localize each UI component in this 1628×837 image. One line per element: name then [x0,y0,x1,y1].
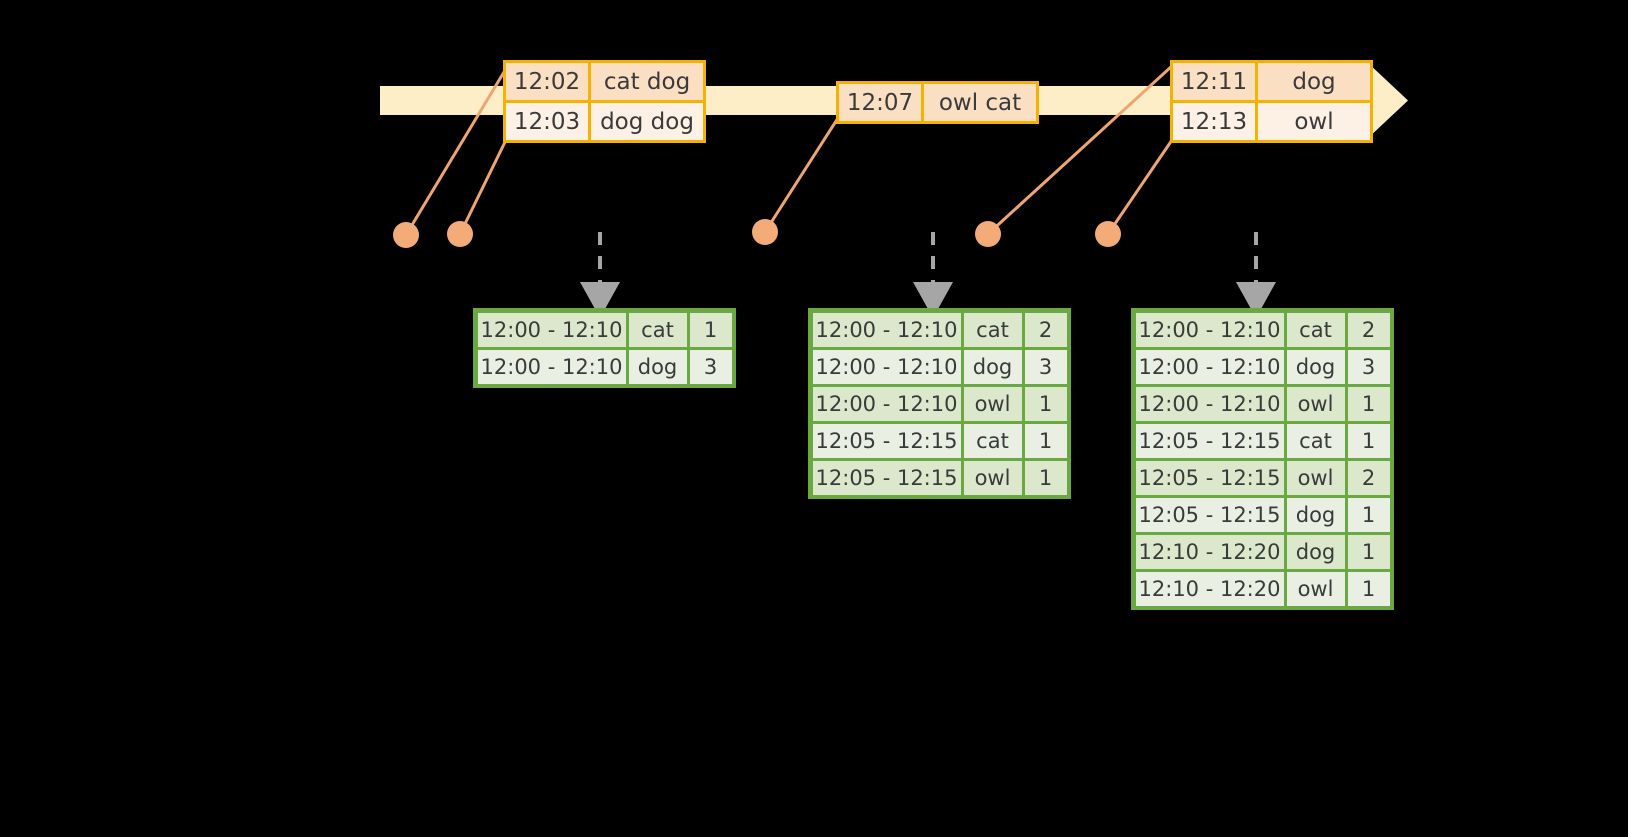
key-cell: owl [963,386,1022,421]
event-box-2[interactable]: 12:07 owl cat [836,81,1039,124]
table-row[interactable]: 12:00 - 12:10 cat 2 [811,311,1068,348]
count-cell: 2 [1347,460,1390,495]
key-cell: owl [1286,460,1345,495]
key-cell: owl [963,460,1022,495]
key-cell: dog [963,349,1022,384]
event-time: 12:03 [506,103,591,140]
table-row[interactable]: 12:05 - 12:15 owl 1 [811,459,1068,496]
key-cell: dog [628,349,687,384]
window-cell: 12:00 - 12:10 [812,312,961,347]
event-row[interactable]: 12:03 dog dog [506,100,703,140]
key-cell: cat [1286,312,1345,347]
window-cell: 12:00 - 12:10 [1135,386,1284,421]
key-cell: dog [1286,349,1345,384]
event-time: 12:07 [839,84,924,121]
window-cell: 12:00 - 12:10 [477,312,626,347]
window-cell: 12:05 - 12:15 [1135,497,1284,532]
event-words: dog dog [591,103,703,140]
event-dot-1[interactable] [393,222,419,248]
key-cell: owl [1286,386,1345,421]
window-cell: 12:00 - 12:10 [1135,349,1284,384]
event-words: owl cat [924,84,1036,121]
count-cell: 1 [1024,386,1067,421]
window-cell: 12:10 - 12:20 [1135,571,1284,606]
table-row[interactable]: 12:00 - 12:10 dog 3 [811,348,1068,385]
key-cell: dog [1286,497,1345,532]
event-dot-5[interactable] [1095,221,1121,247]
event-row[interactable]: 12:02 cat dog [506,63,703,100]
event-dot-2[interactable] [447,221,473,247]
event-dot-4[interactable] [975,221,1001,247]
table-row[interactable]: 12:00 - 12:10 dog 3 [476,348,733,385]
event-row[interactable]: 12:07 owl cat [839,84,1036,121]
event-dot-3[interactable] [752,219,778,245]
table-row[interactable]: 12:05 - 12:15 dog 1 [1134,496,1391,533]
event-words: dog [1258,63,1370,100]
key-cell: cat [628,312,687,347]
event-words: owl [1258,103,1370,140]
event-box-1[interactable]: 12:02 cat dog 12:03 dog dog [503,60,706,143]
window-cell: 12:05 - 12:15 [1135,460,1284,495]
count-cell: 2 [1347,312,1390,347]
table-row[interactable]: 12:05 - 12:15 cat 1 [811,422,1068,459]
event-time: 12:11 [1173,63,1258,100]
window-cell: 12:05 - 12:15 [812,423,961,458]
count-cell: 1 [689,312,732,347]
count-cell: 2 [1024,312,1067,347]
table-row[interactable]: 12:00 - 12:10 owl 1 [811,385,1068,422]
key-cell: cat [1286,423,1345,458]
count-cell: 1 [1024,423,1067,458]
table-row[interactable]: 12:00 - 12:10 cat 2 [1134,311,1391,348]
count-cell: 3 [689,349,732,384]
result-table-2[interactable]: 12:00 - 12:10 cat 2 12:00 - 12:10 dog 3 … [808,308,1071,499]
window-cell: 12:00 - 12:10 [1135,312,1284,347]
count-cell: 1 [1024,460,1067,495]
result-table-3[interactable]: 12:00 - 12:10 cat 2 12:00 - 12:10 dog 3 … [1131,308,1394,610]
window-cell: 12:00 - 12:10 [812,386,961,421]
count-cell: 1 [1347,534,1390,569]
event-time: 12:02 [506,63,591,100]
table-row[interactable]: 12:00 - 12:10 owl 1 [1134,385,1391,422]
window-cell: 12:05 - 12:15 [812,460,961,495]
count-cell: 3 [1347,349,1390,384]
table-row[interactable]: 12:05 - 12:15 owl 2 [1134,459,1391,496]
table-row[interactable]: 12:00 - 12:10 cat 1 [476,311,733,348]
count-cell: 1 [1347,386,1390,421]
count-cell: 1 [1347,423,1390,458]
key-cell: cat [963,312,1022,347]
result-table-1[interactable]: 12:00 - 12:10 cat 1 12:00 - 12:10 dog 3 [473,308,736,388]
event-words: cat dog [591,63,703,100]
count-cell: 1 [1347,497,1390,532]
window-cell: 12:00 - 12:10 [477,349,626,384]
window-cell: 12:00 - 12:10 [812,349,961,384]
window-cell: 12:10 - 12:20 [1135,534,1284,569]
count-cell: 3 [1024,349,1067,384]
table-row[interactable]: 12:10 - 12:20 owl 1 [1134,570,1391,607]
event-row[interactable]: 12:11 dog [1173,63,1370,100]
table-row[interactable]: 12:00 - 12:10 dog 3 [1134,348,1391,385]
event-row[interactable]: 12:13 owl [1173,100,1370,140]
event-box-3[interactable]: 12:11 dog 12:13 owl [1170,60,1373,143]
key-cell: dog [1286,534,1345,569]
table-row[interactable]: 12:05 - 12:15 cat 1 [1134,422,1391,459]
key-cell: cat [963,423,1022,458]
count-cell: 1 [1347,571,1390,606]
window-cell: 12:05 - 12:15 [1135,423,1284,458]
table-row[interactable]: 12:10 - 12:20 dog 1 [1134,533,1391,570]
key-cell: owl [1286,571,1345,606]
event-time: 12:13 [1173,103,1258,140]
output-arrows [580,232,1276,318]
